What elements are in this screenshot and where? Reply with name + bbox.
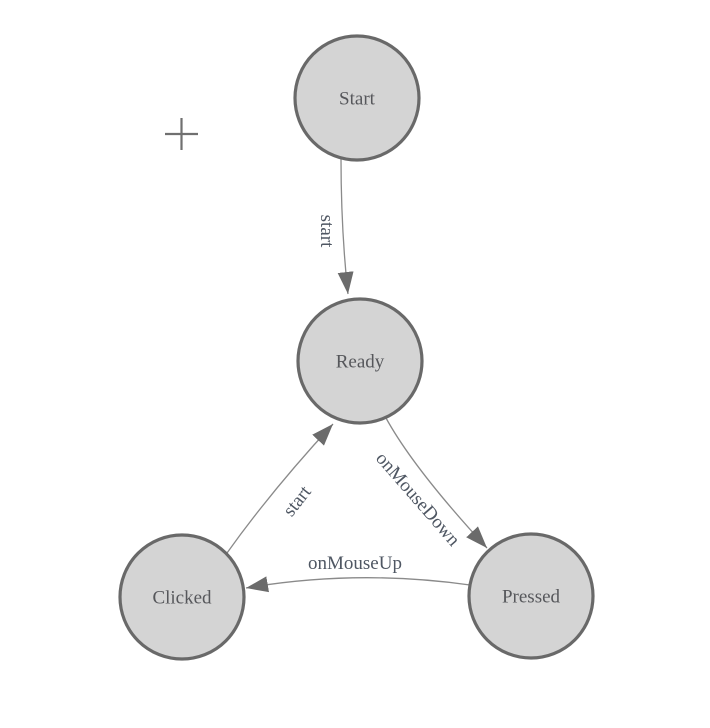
edge-clicked-to-ready[interactable] [226, 423, 334, 554]
edges-layer [226, 157, 488, 593]
edge-label-start-1: start [316, 215, 337, 248]
node-pressed-circle[interactable] [467, 532, 595, 660]
node-start-label: Start [339, 89, 376, 110]
edge-label-start-2: start [279, 481, 316, 520]
edge-label-onmousedown: onMouseDown [371, 448, 464, 551]
node-start[interactable]: Start [293, 34, 421, 162]
node-ready-label: Ready [336, 352, 385, 373]
node-pressed-label: Pressed [502, 587, 561, 608]
crosshair-icon [165, 118, 198, 150]
node-ready[interactable]: Ready [296, 297, 424, 425]
node-clicked-label: Clicked [152, 588, 212, 609]
edge-pressed-to-clicked[interactable] [245, 576, 471, 593]
node-pressed[interactable]: Pressed [467, 532, 595, 660]
node-start-circle[interactable] [293, 34, 421, 162]
node-clicked-circle[interactable] [118, 533, 246, 661]
node-clicked[interactable]: Clicked [118, 533, 246, 661]
edge-start-to-ready[interactable] [337, 157, 354, 295]
edge-ready-to-pressed[interactable] [385, 417, 488, 549]
node-ready-circle[interactable] [296, 297, 424, 425]
edge-label-onmouseup: onMouseUp [308, 553, 402, 574]
